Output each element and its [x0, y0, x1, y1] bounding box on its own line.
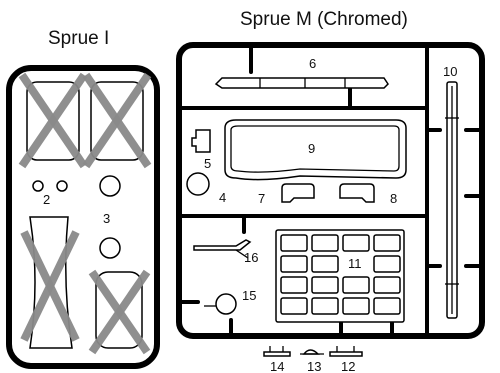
part-11-label: 11	[348, 256, 362, 271]
part-4-label: 4	[219, 190, 226, 205]
part-2: 2	[32, 180, 68, 207]
part-7: 7	[258, 183, 315, 206]
sprue-m-title: Sprue M (Chromed)	[240, 9, 408, 30]
part-8: 8	[339, 183, 397, 206]
sprue-i: 2 3	[6, 65, 160, 369]
part-6: 6	[214, 56, 389, 89]
sprue-m: 6 10 9 5 4 7	[176, 42, 485, 339]
part-13: 13	[300, 349, 324, 373]
part-16-label: 16	[244, 250, 258, 265]
part-3: 3	[99, 175, 121, 259]
part-9: 9	[224, 119, 407, 181]
part-5-label: 5	[204, 156, 211, 171]
part-12-label: 12	[341, 359, 355, 373]
part-11: 11	[275, 229, 405, 323]
sprue-i-part-top-left	[18, 72, 88, 169]
part-10-label: 10	[443, 64, 457, 79]
part-13-label: 13	[307, 359, 321, 373]
sprue-m-frame	[176, 42, 485, 339]
loose-parts: 14 13 12	[263, 346, 363, 373]
part-2-label: 2	[43, 192, 50, 207]
part-4: 4	[186, 172, 226, 205]
sprue-i-frame	[6, 65, 160, 369]
part-14-label: 14	[270, 359, 284, 373]
part-8-label: 8	[390, 191, 397, 206]
part-7-label: 7	[258, 191, 265, 206]
part-3-label: 3	[103, 211, 110, 226]
part-14: 14	[263, 346, 291, 373]
part-12: 12	[329, 346, 363, 373]
part-11-grid	[280, 234, 401, 315]
part-16: 16	[193, 239, 258, 265]
sprue-i-part-bottom-left	[20, 216, 80, 349]
part-10: 10	[443, 64, 459, 319]
part-5: 5	[191, 129, 211, 171]
part-15: 15	[204, 288, 256, 315]
sprue-m-gates	[177, 46, 482, 336]
sprue-i-part-top-right	[82, 72, 152, 169]
part-9-label: 9	[308, 141, 315, 156]
sprue-i-part-bottom-right	[88, 269, 151, 355]
part-15-label: 15	[242, 288, 256, 303]
sprue-i-title: Sprue I	[48, 28, 109, 49]
part-6-label: 6	[309, 56, 316, 71]
